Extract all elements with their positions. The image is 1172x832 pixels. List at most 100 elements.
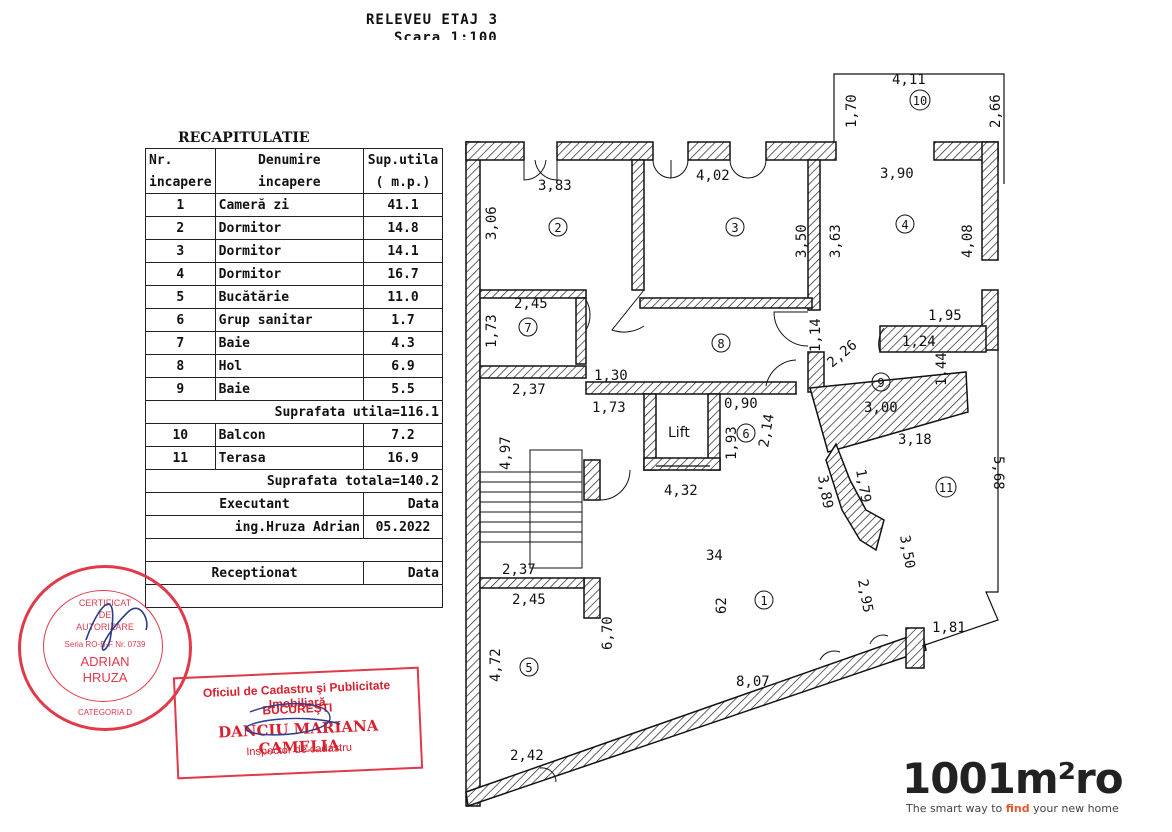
room-marker-2 bbox=[548, 217, 568, 237]
dim-label: 4,02 bbox=[696, 168, 730, 184]
dim-label: 2,45 bbox=[512, 592, 546, 608]
cell-name: Dormitor bbox=[214, 262, 365, 286]
cell-nr: 7 bbox=[145, 331, 216, 355]
dim-label: 2,37 bbox=[512, 382, 546, 398]
dim-label: 2,42 bbox=[510, 748, 544, 764]
dim-label: 1,95 bbox=[928, 308, 962, 324]
room-markers bbox=[518, 89, 957, 677]
dim-label: 6,70 bbox=[600, 616, 616, 650]
dim-label: 2,37 bbox=[502, 562, 536, 578]
dim-label: 0,90 bbox=[724, 396, 758, 412]
room-marker-9 bbox=[871, 372, 891, 392]
dim-label: 8,07 bbox=[736, 674, 770, 690]
dim-label: 2,95 bbox=[854, 578, 876, 614]
receptionat-data: Data bbox=[363, 561, 443, 585]
table-header-row-2: incapere incapere ( m.p.) bbox=[145, 171, 443, 194]
dim-label: 3,90 bbox=[880, 166, 914, 182]
cell-area: 16.9 bbox=[363, 446, 443, 470]
dim-label: 1,44 bbox=[934, 352, 950, 386]
room-11-label: 11 bbox=[939, 481, 953, 495]
dim-label: 1,73 bbox=[592, 400, 626, 416]
room-6-label: 6 bbox=[742, 427, 749, 441]
dim-label: 1,30 bbox=[594, 368, 628, 384]
dim-label: 1,73 bbox=[484, 314, 500, 348]
dim-label: 3,06 bbox=[484, 206, 500, 240]
dim-label: 3,83 bbox=[538, 178, 572, 194]
room-marker-1 bbox=[754, 590, 774, 610]
col-nr-header-2: incapere bbox=[145, 171, 216, 194]
dim-label: 4,08 bbox=[960, 224, 976, 258]
col-name-header: Denumire bbox=[214, 148, 365, 171]
receptionat-label: Receptionat bbox=[145, 561, 364, 585]
dim-label: 4,97 bbox=[498, 436, 514, 470]
col-area-header: Sup.utila bbox=[363, 148, 443, 171]
executant-data-label: Data bbox=[363, 492, 443, 516]
dim-label: 2,45 bbox=[514, 296, 548, 312]
recap-table: Nr. Denumire Sup.utila incapere incapere… bbox=[145, 148, 443, 608]
room-10-label: 10 bbox=[913, 94, 927, 108]
room-marker-10 bbox=[909, 89, 931, 111]
cell-area: 14.8 bbox=[363, 216, 443, 240]
dim-label: 3,18 bbox=[898, 432, 932, 448]
outlines bbox=[479, 73, 1005, 647]
cell-name: Terasa bbox=[214, 446, 365, 470]
dim-label: 2,14 bbox=[756, 413, 778, 449]
cell-name: Baie bbox=[214, 331, 365, 355]
dim-label: 4,11 bbox=[892, 72, 926, 88]
cell-name: Hol bbox=[214, 354, 365, 378]
cell-area: 4.3 bbox=[363, 331, 443, 355]
dim-label: 4,32 bbox=[664, 483, 698, 499]
dim-label: 1,79 bbox=[852, 468, 874, 504]
room-4-label: 4 bbox=[901, 218, 908, 232]
lift-label: Lift bbox=[668, 425, 690, 441]
dim-label: 5,68 bbox=[990, 456, 1006, 490]
cell-area: 5.5 bbox=[363, 377, 443, 401]
doors bbox=[523, 159, 889, 783]
room-7-label: 7 bbox=[524, 321, 531, 335]
room-marker-7 bbox=[518, 317, 538, 337]
cell-name: Dormitor bbox=[214, 216, 365, 240]
col-nr-header: Nr. bbox=[145, 148, 216, 171]
cell-nr: 5 bbox=[145, 285, 216, 309]
cell-area: 6.9 bbox=[363, 354, 443, 378]
room-3-label: 3 bbox=[731, 221, 738, 235]
useful-total: Suprafata utila=116.1 bbox=[145, 400, 443, 424]
dim-label: 34 bbox=[706, 548, 723, 564]
blank-row bbox=[145, 538, 443, 562]
executant-date: 05.2022 bbox=[363, 515, 443, 539]
room-2-label: 2 bbox=[554, 221, 561, 235]
table-header-row: Nr. Denumire Sup.utila bbox=[145, 148, 443, 171]
plan-labels: 2 3 4 7 8 9 6 10 11 1 5 Lift 3,83 4,02 3… bbox=[484, 72, 1006, 764]
drawing-scale: Scara 1:100 bbox=[394, 30, 498, 40]
cell-area: 7.2 bbox=[363, 423, 443, 447]
useful-total-row: Suprafata utila=116.1 bbox=[145, 400, 443, 424]
dim-label: 2,66 bbox=[988, 94, 1004, 128]
room-marker-8 bbox=[711, 333, 731, 353]
dim-label: 62 bbox=[714, 597, 730, 614]
cell-name: Grup sanitar bbox=[214, 308, 365, 332]
logo-text: 1001m²ro bbox=[902, 754, 1124, 803]
dim-label: 4,72 bbox=[488, 648, 504, 682]
dim-label: 3,63 bbox=[828, 224, 844, 258]
cell-nr: 6 bbox=[145, 308, 216, 332]
dim-label: 1,81 bbox=[932, 620, 966, 636]
room-marker-11 bbox=[935, 476, 957, 498]
dim-label: 1,93 bbox=[724, 426, 740, 460]
room-marker-6 bbox=[736, 423, 756, 443]
dim-label: 3,00 bbox=[864, 400, 898, 416]
room-marker-4 bbox=[895, 214, 915, 234]
room-marker-5 bbox=[519, 657, 539, 677]
dim-label: 3,50 bbox=[896, 534, 918, 570]
cell-nr: 4 bbox=[145, 262, 216, 286]
dim-label: 1,14 bbox=[808, 318, 824, 352]
